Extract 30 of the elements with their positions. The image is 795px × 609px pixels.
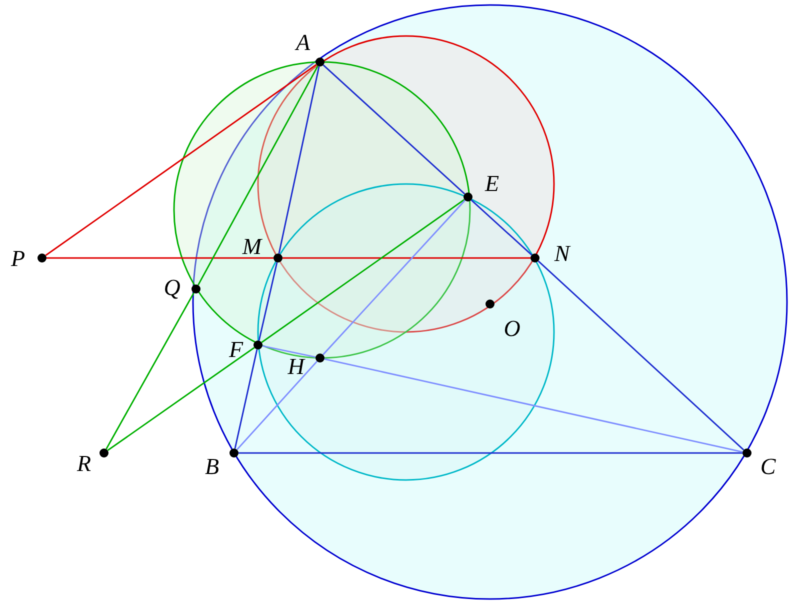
line-segment (322, 200, 466, 356)
line-segment (236, 360, 318, 450)
point-label: N (554, 242, 570, 264)
line-segment (234, 349, 258, 449)
point-label: M (242, 234, 262, 258)
point-label: O (504, 316, 520, 340)
point-label: B (204, 454, 220, 478)
line-segment (107, 346, 255, 452)
line-segment (324, 358, 743, 453)
line-segment (258, 262, 278, 341)
line-segment (538, 260, 744, 450)
point-label: A (296, 30, 310, 54)
point-label: E (484, 172, 500, 194)
line-segment (261, 198, 465, 344)
line-segment (46, 257, 274, 259)
line-segment (282, 257, 530, 259)
line-segment (198, 66, 318, 286)
line-segment (45, 64, 317, 256)
line-segment (262, 345, 316, 358)
point-label: F (228, 338, 244, 360)
point-label: H (288, 354, 304, 378)
point-label: C (760, 454, 776, 478)
line-segment (470, 199, 532, 256)
point-label: Q (164, 276, 180, 298)
line-segment (106, 292, 194, 450)
line-segment (238, 452, 742, 454)
line-segment (278, 66, 320, 254)
line-segment (322, 64, 466, 195)
point-label: P (10, 246, 26, 270)
point-label: R (76, 452, 92, 474)
